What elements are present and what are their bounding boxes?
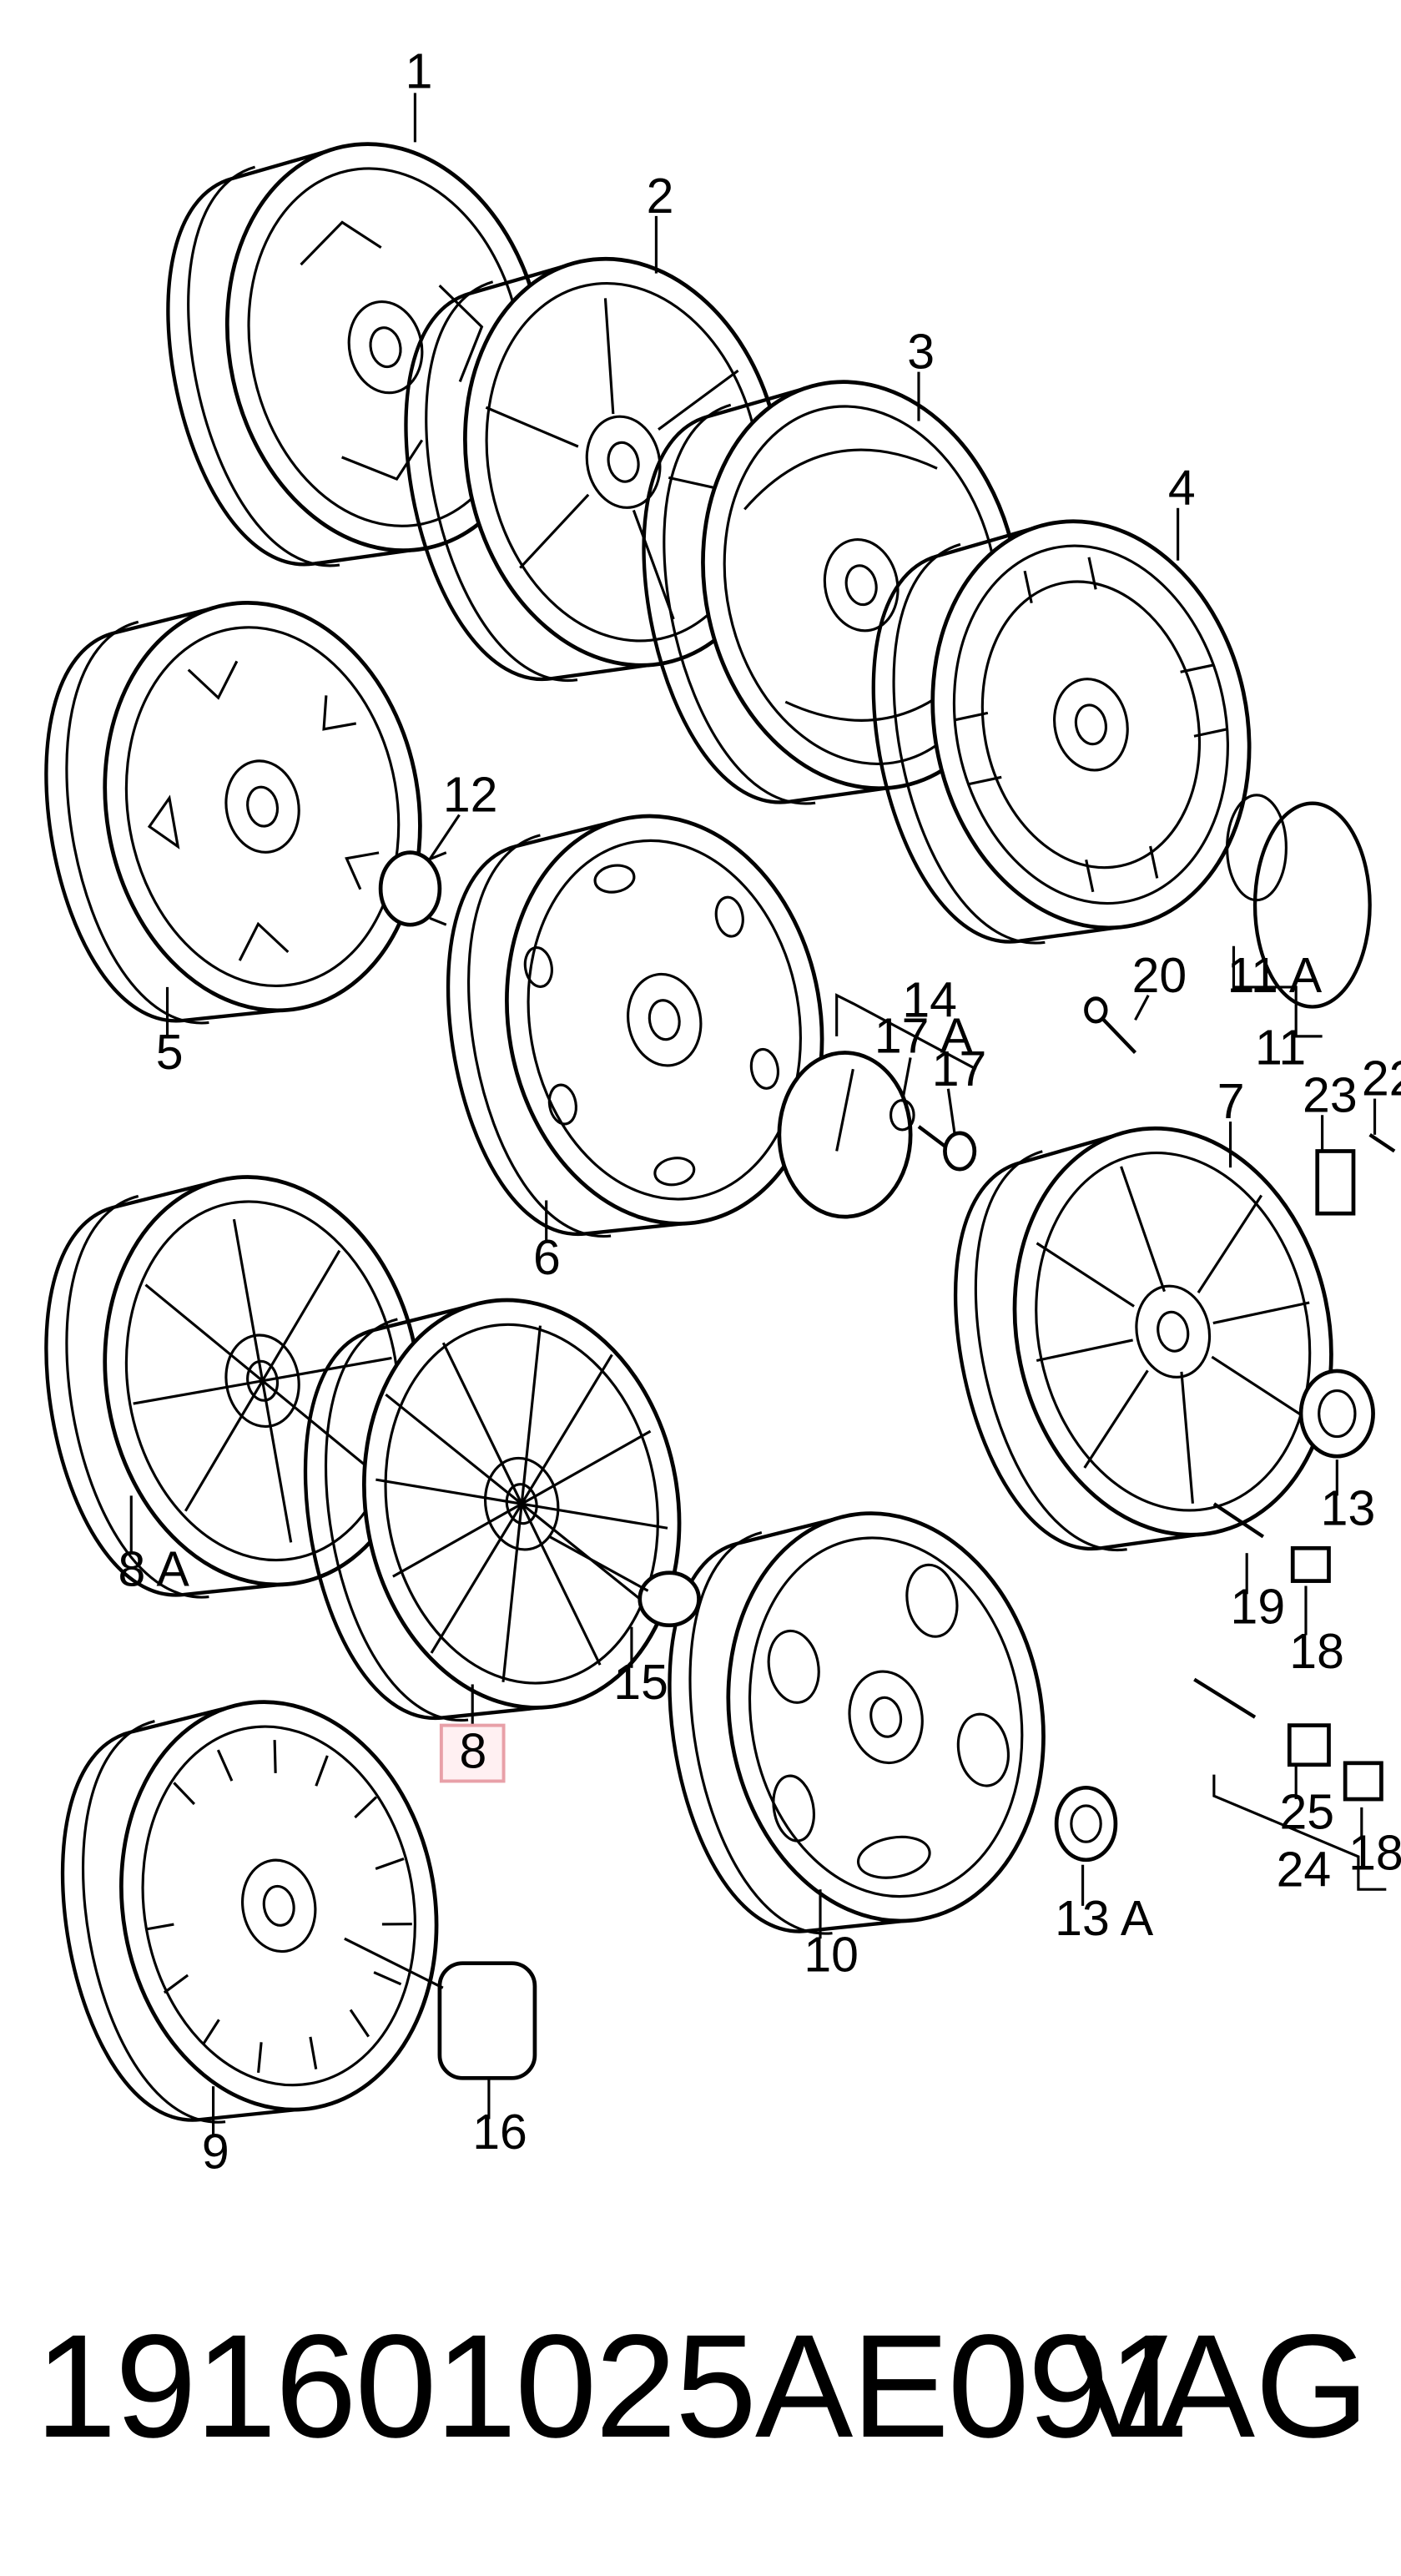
callout-13a: 13 A (1055, 1892, 1154, 1946)
callout-19: 19 (1231, 1580, 1286, 1635)
callout-labels: 1 2 3 4 5 6 7 8 8 A 9 10 11 11 A 12 13 1… (118, 44, 1401, 2179)
cover-16 (344, 1937, 537, 2080)
callout-8-highlight (439, 1723, 506, 1783)
cap-12 (378, 850, 447, 927)
wheel-10 (640, 1488, 1075, 1956)
callout-10: 10 (804, 1928, 859, 1983)
callout-18-lower: 18 (1348, 1827, 1401, 1881)
callout-1: 1 (406, 44, 433, 98)
callout-6: 6 (533, 1231, 561, 1285)
wheel-8 (276, 1275, 711, 1743)
wheel-rims-exploded-diagram: 1 2 3 4 5 6 7 8 8 A 9 10 11 11 A 12 13 1… (0, 44, 1401, 2179)
wheel-9 (33, 1676, 468, 2145)
valve-20 (1084, 996, 1137, 1055)
callout-11a: 11 A (1227, 949, 1323, 1003)
callout-2: 2 (647, 169, 674, 224)
callout-14: 14 (902, 973, 957, 1027)
callout-4: 4 (1168, 461, 1196, 516)
cap-15 (548, 1535, 701, 1628)
wheel-6 (419, 791, 854, 1259)
bolt-17 (917, 1125, 977, 1172)
callout-12: 12 (443, 769, 498, 823)
wheel-8a (17, 1152, 451, 1620)
callout-15: 15 (613, 1656, 668, 1710)
callout-9: 9 (202, 2125, 229, 2179)
callout-13: 13 (1321, 1482, 1376, 1536)
cover-14 (777, 993, 977, 1219)
ring-11 (1226, 794, 1372, 1038)
callout-11: 11 (1255, 1021, 1306, 1075)
callout-23: 23 (1303, 1068, 1358, 1122)
callout-17a: 17 A (874, 1010, 974, 1064)
callout-22: 22 (1362, 1052, 1401, 1107)
part-number: 191601025AE091 (35, 2305, 1189, 2468)
bolts-18-19-24-25 (1193, 1502, 1387, 1891)
footer: 191601025AE091 VAG (0, 2303, 1401, 2470)
callout-3: 3 (907, 325, 935, 380)
cap-13 (1298, 1369, 1375, 1459)
wheel-4 (839, 492, 1286, 970)
sensor-22-23 (1315, 1133, 1396, 1216)
callout-20: 20 (1132, 949, 1187, 1003)
callout-5: 5 (156, 1026, 184, 1080)
callout-18-upper: 18 (1289, 1625, 1344, 1679)
callout-8a: 8 A (118, 1542, 190, 1596)
brand-name: VAG (1070, 2305, 1369, 2468)
callout-8: 8 (459, 1725, 486, 1779)
leader-lines (129, 93, 1377, 2136)
callout-17: 17 (932, 1042, 987, 1096)
callout-24: 24 (1277, 1843, 1332, 1897)
wheel-5 (17, 577, 451, 1046)
callout-16: 16 (472, 2105, 527, 2160)
callout-25: 25 (1280, 1785, 1335, 1839)
callout-7: 7 (1217, 1075, 1245, 1129)
wheel-7 (922, 1099, 1368, 1577)
cap-13a (1054, 1785, 1118, 1863)
